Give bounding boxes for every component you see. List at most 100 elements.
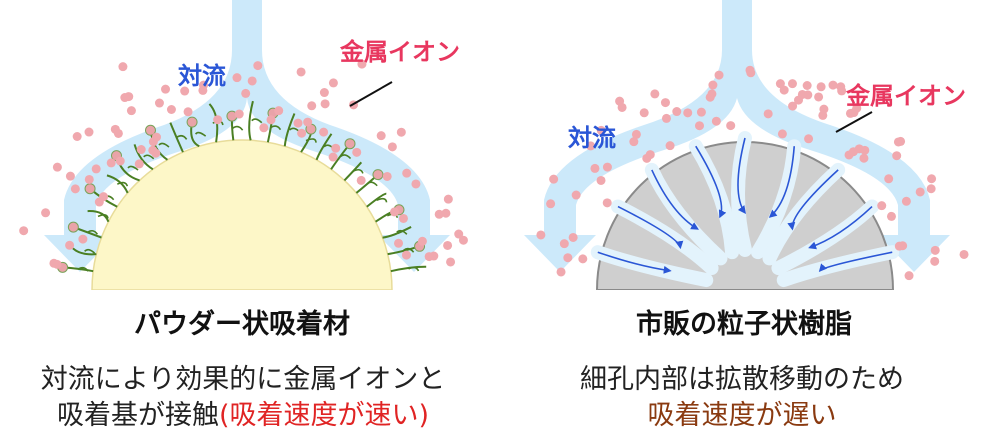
- metal-ion: [828, 80, 838, 90]
- ligand-branch: [408, 266, 420, 272]
- ligand-branch: [84, 248, 96, 254]
- metal-ion: [896, 136, 906, 146]
- metal-ion: [297, 128, 307, 138]
- adsorption-ligands: [57, 100, 427, 273]
- metal-ion: [590, 163, 600, 173]
- ligand-branch: [127, 165, 139, 171]
- metal-ion: [546, 199, 556, 209]
- metal-ion: [787, 79, 797, 89]
- metal-ion: [578, 254, 588, 264]
- ligand-chain: [106, 174, 129, 194]
- metal-ion: [568, 232, 578, 242]
- metal-ion: [148, 145, 158, 155]
- ligand-branch: [340, 154, 352, 160]
- metal-ion: [665, 141, 675, 151]
- metal-ion: [274, 106, 284, 116]
- metal-ion: [819, 104, 829, 114]
- ligand-chain: [343, 161, 363, 182]
- metal-ion: [930, 256, 940, 266]
- ligand-branch: [77, 266, 89, 272]
- metal-ion: [586, 141, 596, 151]
- metal-ion: [884, 174, 894, 184]
- captured-ion: [372, 169, 384, 181]
- metal-ion: [746, 68, 756, 78]
- powder-particle: [91, 139, 393, 290]
- metal-ion: [927, 174, 937, 184]
- ligand-chain: [133, 144, 154, 171]
- ligand-chain: [366, 192, 387, 208]
- metal-ion: [596, 125, 606, 135]
- metal-ion: [52, 162, 62, 172]
- metal-ion: [434, 209, 444, 219]
- metal-ion: [814, 92, 824, 102]
- metal-ion: [319, 127, 329, 137]
- metal-ion: [161, 84, 171, 94]
- metal-ion: [49, 258, 59, 268]
- metal-ion: [596, 175, 606, 185]
- metal-ion: [650, 89, 660, 99]
- metal-ion: [458, 235, 468, 245]
- metal-ion: [454, 229, 464, 239]
- metal-ion: [148, 137, 158, 147]
- ligand-branch: [251, 118, 263, 124]
- captured-ion: [344, 138, 356, 150]
- metal-ion: [816, 82, 826, 92]
- metal-ion: [852, 103, 862, 113]
- diffusion-arrow: [597, 251, 672, 274]
- metal-ion: [126, 106, 136, 116]
- metal-ion: [775, 79, 785, 89]
- metal-ion: [901, 196, 911, 206]
- metal-ion: [65, 171, 75, 181]
- metal-ion: [84, 174, 94, 184]
- resin-pores: [590, 131, 900, 288]
- metal-ion: [672, 107, 682, 117]
- right-caption-highlight: 吸着速度が遅い: [647, 400, 837, 431]
- metal-ion: [877, 201, 887, 211]
- metal-ion: [266, 115, 276, 125]
- metal-ion: [401, 250, 411, 260]
- ligand-branch: [158, 142, 170, 148]
- metal-ion: [241, 88, 251, 98]
- metal-ion: [99, 192, 109, 202]
- metal-ion: [794, 95, 804, 105]
- metal-ion: [711, 116, 721, 126]
- captured-ion: [67, 221, 79, 233]
- metal-ion: [198, 85, 208, 95]
- metal-ion: [357, 59, 367, 69]
- right-panel-title: 市販の粒子状樹脂: [636, 309, 852, 340]
- right-ion-pointer: [835, 111, 873, 133]
- captured-ion: [186, 116, 198, 128]
- ligand-branch: [366, 181, 378, 187]
- metal-ion: [696, 107, 706, 117]
- ligand-chain: [248, 100, 254, 141]
- left-convection-arrow: [44, 0, 450, 272]
- left-panel-title: パウダー状吸着材: [134, 309, 350, 340]
- metal-ion: [886, 211, 896, 221]
- metal-ion: [705, 92, 715, 102]
- metal-ion: [232, 73, 242, 83]
- right-convection-label: 対流: [568, 124, 616, 152]
- metal-ion: [180, 86, 190, 96]
- metal-ion: [536, 230, 546, 240]
- metal-ion: [429, 251, 439, 261]
- metal-ion: [443, 240, 453, 250]
- metal-ion: [631, 129, 641, 139]
- metal-ion: [629, 137, 639, 147]
- metal-ion: [714, 70, 724, 80]
- ligand-branch: [116, 181, 129, 187]
- metal-ion: [247, 76, 257, 86]
- metal-ion: [661, 113, 671, 123]
- metal-ion: [898, 241, 908, 251]
- left-caption-line1: 対流により効果的に金属イオンと: [40, 364, 446, 395]
- ligand-branch: [97, 214, 109, 219]
- metal-ion: [777, 129, 787, 139]
- ligand-branch: [376, 197, 388, 203]
- metal-ion: [602, 198, 612, 208]
- metal-ion: [19, 226, 29, 236]
- metal-ion: [110, 124, 120, 134]
- left-metal-ion-label: 金属イオン: [339, 38, 460, 66]
- metal-ion: [134, 159, 144, 169]
- metal-ion: [854, 144, 864, 154]
- diffusion-arrow: [818, 251, 893, 272]
